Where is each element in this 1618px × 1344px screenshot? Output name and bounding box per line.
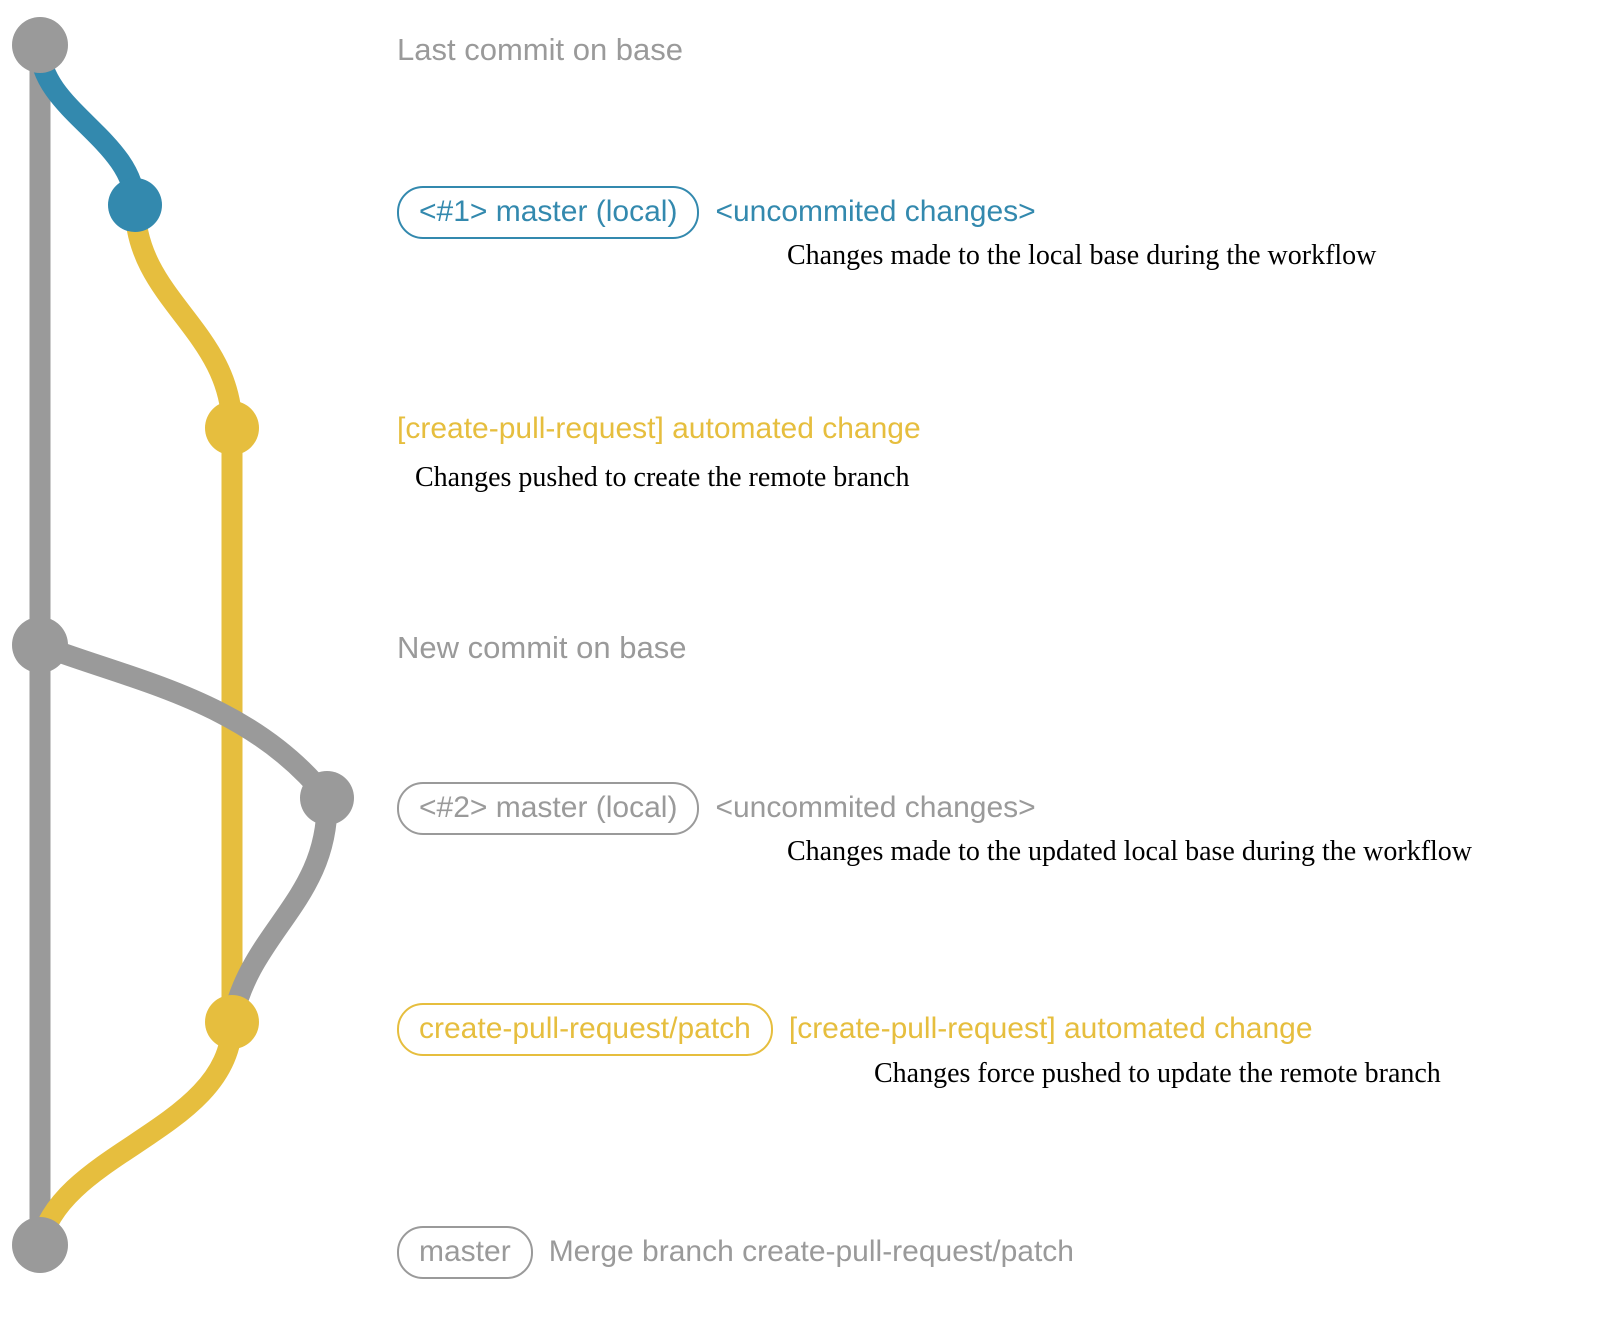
- commit-label-new-commit-on-base: New commit on base: [397, 630, 687, 665]
- edge-local-master-2-to-patch-2: [221, 787, 338, 1033]
- commit-row-master-merge: master Merge branch create-pull-request/…: [397, 1226, 1074, 1280]
- commit-row-master-local-1: <#1> master (local) <uncommited changes>: [397, 186, 1036, 240]
- commit-subject-master-local-2: <uncommited changes>: [715, 791, 1036, 824]
- commit-description-master-local-1: Changes made to the local base during th…: [787, 240, 1377, 271]
- git-graph: [12, 17, 354, 1273]
- ref-badge-master-local-1[interactable]: <#1> master (local): [397, 186, 700, 240]
- edge-patch-2-to-merge: [29, 1011, 243, 1256]
- edge-local-master-1-to-patch-1: [124, 194, 243, 439]
- commit-node-patch-2: [205, 995, 259, 1049]
- commit-node-new-base: [12, 617, 68, 673]
- commit-node-local-master-1: [108, 178, 162, 232]
- commit-description-master-local-2: Changes made to the updated local base d…: [787, 836, 1473, 867]
- commit-node-merge: [12, 1217, 68, 1273]
- commit-subject-master-local-1: <uncommited changes>: [715, 195, 1036, 228]
- commit-description-automated-change-1: Changes pushed to create the remote bran…: [415, 462, 910, 493]
- commit-node-patch-1: [205, 401, 259, 455]
- commit-subject-automated-change-2: [create-pull-request] automated change: [788, 1012, 1313, 1045]
- commit-row-master-local-2: <#2> master (local) <uncommited changes>: [397, 782, 1036, 836]
- commit-subject-automated-change-1: [create-pull-request] automated change: [397, 412, 921, 445]
- commit-label-last-commit-on-base: Last commit on base: [397, 32, 684, 67]
- commit-node-local-master-2: [300, 771, 354, 825]
- commit-description-automated-change-2: Changes force pushed to update the remot…: [874, 1058, 1441, 1089]
- edge-base-to-local-master-2: [29, 634, 338, 809]
- ref-badge-master[interactable]: master: [397, 1226, 533, 1280]
- ref-badge-create-pull-request-patch[interactable]: create-pull-request/patch: [397, 1003, 773, 1057]
- commit-node-last-base: [12, 17, 68, 73]
- ref-badge-master-local-2[interactable]: <#2> master (local): [397, 782, 700, 836]
- commit-subject-merge: Merge branch create-pull-request/patch: [548, 1235, 1074, 1268]
- commit-row-patch-branch: create-pull-request/patch [create-pull-r…: [397, 1003, 1313, 1057]
